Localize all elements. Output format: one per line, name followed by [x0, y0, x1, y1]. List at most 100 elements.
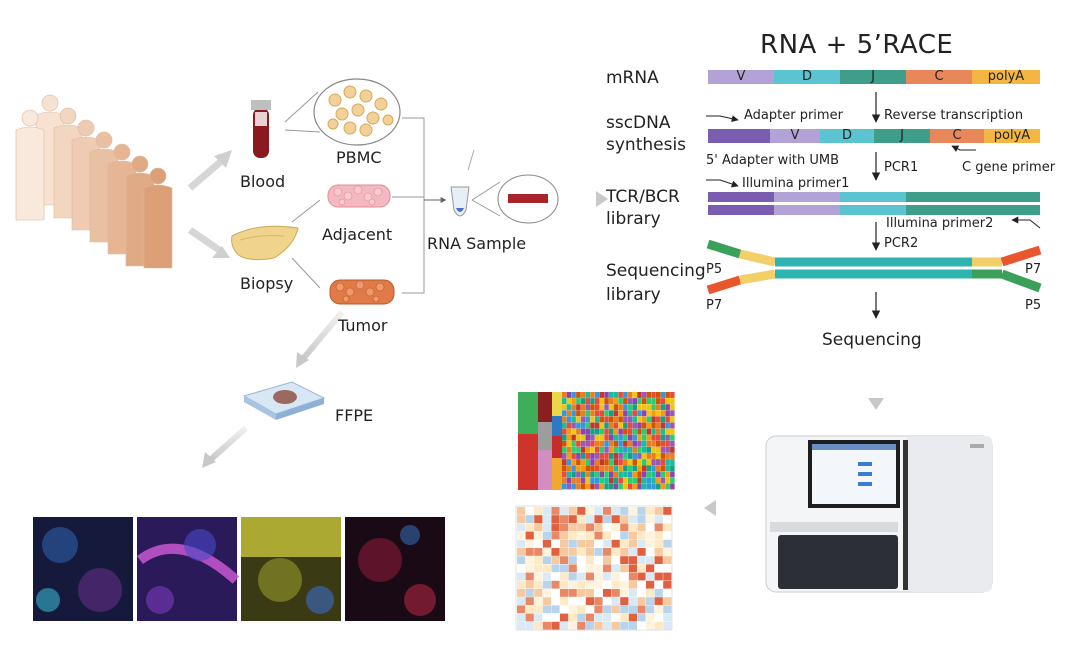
treemap-cell: [665, 453, 670, 459]
heatmap-cell: [534, 548, 543, 556]
treemap-cell: [660, 404, 666, 411]
treemap-cell: [562, 416, 567, 423]
heatmap-cell: [585, 572, 594, 581]
treemap-cell: [632, 392, 637, 398]
treemap-cell: [590, 465, 595, 472]
arrow-ffpe-to-imaging: [208, 425, 248, 463]
heatmap-cell: [594, 613, 603, 622]
treemap-cell: [670, 465, 675, 472]
heatmap-cell: [654, 556, 663, 564]
heatmap-cell: [577, 621, 586, 630]
treemap-cell: [618, 471, 623, 478]
blood-to-pbmc-line-1: [284, 91, 319, 123]
row-label-library: library: [606, 209, 661, 229]
treemap-cell: [641, 459, 647, 465]
heatmap-cell: [603, 621, 612, 630]
treemap-cell: [609, 477, 614, 484]
heatmap-cell: [542, 531, 551, 540]
treemap-cell: [623, 398, 628, 404]
heatmap-cell: [663, 531, 672, 540]
treemap-cell: [580, 465, 586, 472]
segment-j: J: [871, 69, 875, 84]
treemap-cell: [632, 471, 637, 478]
treemap-cell: [656, 416, 661, 423]
heatmap-cell: [577, 556, 586, 564]
heatmap-cell: [594, 605, 603, 614]
heatmap-cell: [628, 564, 637, 573]
treemap-cell: [604, 440, 609, 447]
treemap-cell: [665, 398, 670, 404]
heatmap-cell: [594, 507, 603, 515]
heatmap-cell: [560, 523, 569, 532]
row-label-sequencing: Sequencing: [606, 261, 706, 281]
treemap-cell: [613, 392, 619, 398]
treemap-cell: [604, 416, 609, 423]
treemap-cell: [627, 459, 633, 465]
heatmap-cell: [534, 580, 543, 589]
treemap-cell: [613, 404, 619, 411]
heatmap-cell: [654, 597, 663, 605]
treemap-cell: [632, 404, 637, 411]
treemap-cell: [590, 398, 595, 404]
heatmap-cell: [517, 507, 526, 515]
treemap-cell: [646, 428, 652, 435]
treemap-cell: [604, 404, 609, 411]
treemap-cell: [670, 434, 675, 441]
treemap-cell: [594, 440, 600, 447]
tcr-library-bar-top: [708, 192, 1040, 202]
treemap-cell: [562, 483, 567, 490]
treemap-cell: [576, 416, 581, 423]
treemap-cell: [670, 404, 675, 411]
illumina-primer1-label: Illumina primer1: [742, 176, 850, 191]
multiplex-imaging-panel-1: [33, 517, 133, 621]
treemap-cell: [627, 465, 633, 472]
heatmap-cell: [603, 564, 612, 573]
treemap-cell: [590, 416, 595, 423]
treemap-cell: [562, 398, 567, 404]
treemap-cell: [580, 434, 586, 441]
treemap-cell: [665, 483, 670, 490]
treemap-cell: [604, 410, 609, 417]
treemap-cell: [604, 392, 609, 398]
heatmap-cell: [568, 605, 577, 614]
tumor-label: Tumor: [338, 316, 388, 335]
treemap-cell: [656, 398, 661, 404]
treemap-cell: [632, 465, 637, 472]
treemap-cell: [562, 410, 567, 417]
treemap-cell: [576, 428, 581, 435]
heatmap-cell: [560, 539, 569, 548]
heatmap-cell: [585, 613, 594, 622]
p7-top-label: P7: [1025, 262, 1042, 277]
treemap-cell: [670, 459, 675, 465]
treemap-cell: [660, 392, 666, 398]
heatmap-cell: [542, 539, 551, 548]
heatmap-cell: [628, 572, 637, 581]
rna-sample-label: RNA Sample: [427, 234, 527, 253]
treemap-cell: [637, 398, 642, 404]
heatmap-cell: [620, 507, 629, 515]
treemap-cell: [566, 465, 572, 472]
treemap-cell: [651, 404, 656, 411]
treemap-cell: [641, 446, 647, 453]
heatmap-cell: [568, 572, 577, 581]
treemap-cell: [660, 416, 666, 423]
heatmap-cell: [542, 564, 551, 573]
heatmap-cell: [620, 539, 629, 548]
treemap-cell: [665, 428, 670, 435]
treemap-cell: [651, 471, 656, 478]
treemap-cell: [599, 434, 605, 441]
heatmap-cell: [663, 515, 672, 523]
heatmap-cell: [654, 507, 663, 515]
heatmap-cell: [594, 531, 603, 540]
biopsy-label: Biopsy: [240, 274, 294, 293]
treemap-cell: [651, 434, 656, 441]
treemap-cell: [627, 422, 633, 429]
heatmap-cell: [620, 572, 629, 581]
heatmap-cell: [517, 531, 526, 540]
treemap-cell: [656, 471, 661, 478]
row-label-synthesis: synthesis: [606, 135, 687, 155]
treemap-cell: [665, 465, 670, 472]
blood-to-pbmc-line-2: [284, 129, 321, 133]
arrowhead-cohort-blood: [214, 150, 232, 168]
heatmap-cell: [663, 507, 672, 515]
